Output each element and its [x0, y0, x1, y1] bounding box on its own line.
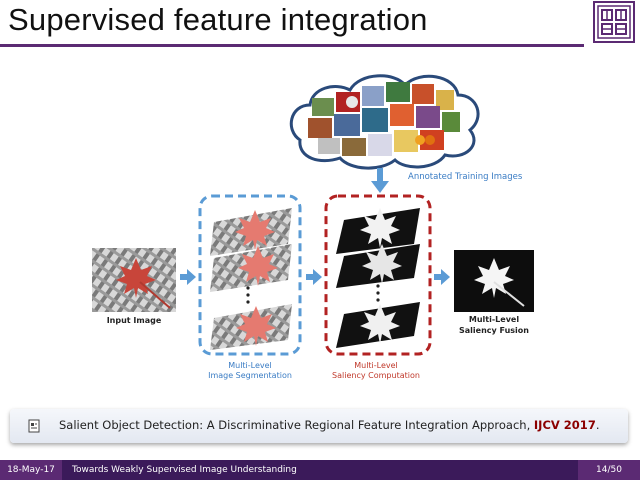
saliency-computation-box	[324, 194, 432, 356]
fusion-label-line2: Saliency Fusion	[459, 326, 529, 335]
citation-venue: IJCV 2017	[533, 418, 596, 432]
saliency-layers	[336, 208, 420, 348]
fusion-label-line1: Multi-Level	[469, 315, 519, 324]
citation-end: .	[595, 418, 600, 432]
input-image	[92, 248, 176, 312]
citation-text: Salient Object Detection: A Discriminati…	[59, 418, 599, 432]
document-icon	[28, 419, 40, 433]
training-images-cloud	[289, 74, 480, 170]
fused-saliency-map	[454, 250, 534, 312]
footer-date: 18-May-17	[0, 460, 62, 480]
pipeline-figure: Annotated Training Images Input Image M	[0, 60, 640, 390]
saliency-label-line1: Multi-Level	[354, 361, 398, 370]
slide-footer: 18-May-17 Towards Weakly Supervised Imag…	[0, 460, 640, 480]
citation-title: Salient Object Detection: A Discriminati…	[59, 418, 531, 432]
segmentation-box	[198, 194, 302, 356]
footer-title: Towards Weakly Supervised Image Understa…	[72, 465, 297, 475]
slide-title: Supervised feature integration	[8, 2, 428, 37]
segmentation-label-line2: Image Segmentation	[208, 371, 292, 380]
footer-page-number: 14/50	[578, 460, 640, 480]
annotated-training-images-label: Annotated Training Images	[408, 172, 523, 182]
segmentation-label-line1: Multi-Level	[228, 361, 272, 370]
segmentation-layers	[210, 208, 292, 350]
saliency-label-line2: Saliency Computation	[332, 371, 420, 380]
citation-box: Salient Object Detection: A Discriminati…	[10, 409, 628, 443]
title-divider	[0, 44, 584, 47]
university-seal-icon	[586, 0, 640, 46]
input-image-label: Input Image	[107, 316, 162, 325]
